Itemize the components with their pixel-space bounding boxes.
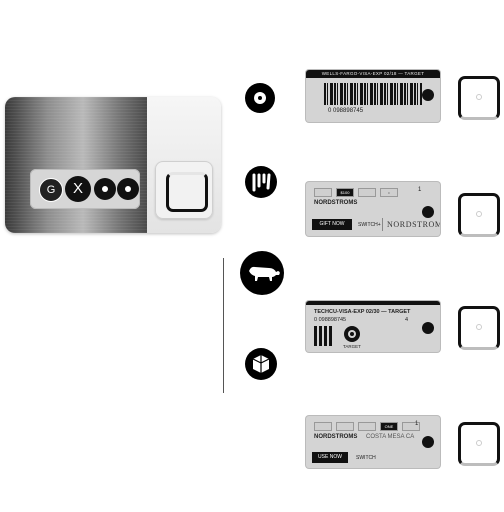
card-header: WELLS-FARGO-VISA-EXP 02/18 — TARGET (306, 70, 440, 78)
card-socket-3[interactable] (458, 306, 500, 350)
dog-logo-icon (240, 251, 284, 295)
qr-code (314, 326, 334, 346)
card-socket-1[interactable] (458, 76, 500, 120)
barcode (324, 83, 422, 105)
card-brand-icon (422, 322, 434, 334)
hero-card-socket[interactable] (155, 161, 213, 219)
tab[interactable] (336, 422, 354, 431)
target-store-icon (344, 326, 360, 342)
tab[interactable] (402, 422, 420, 431)
box-logo-icon (245, 348, 277, 380)
button-strip: G X (30, 169, 140, 209)
card-header: TECHCU-VISA-EXP 02/30 — TARGET (314, 309, 411, 315)
x-button[interactable]: X (65, 176, 91, 202)
card-tabs: $100 • (314, 188, 398, 197)
nordstrom-wordmark: NORDSTROM (387, 220, 440, 229)
use-now-button[interactable]: USE NOW (312, 452, 348, 463)
tab[interactable]: $100 (336, 188, 354, 197)
card-socket-4[interactable] (458, 422, 500, 466)
card-number: 0 098898745 (314, 317, 347, 323)
tab[interactable] (314, 188, 332, 197)
card-socket-2[interactable] (458, 193, 500, 237)
store-label: TARGET (343, 344, 361, 349)
tab[interactable] (358, 188, 376, 197)
dot-button-1[interactable] (94, 178, 116, 200)
card-nordstrom-gift[interactable]: $100 • 1 NORDSTROMS GIFT NOW SWITCH+ NOR… (306, 182, 440, 236)
card-number-suffix: 4 (405, 317, 409, 323)
nordstrom-logo-icon (245, 166, 277, 198)
g-button[interactable]: G (39, 178, 63, 202)
dot-button-2[interactable] (117, 178, 139, 200)
card-brand-icon (422, 89, 434, 101)
card-techcu[interactable]: TECHCU-VISA-EXP 02/30 — TARGET 0 0988987… (306, 301, 440, 352)
card-brand-icon (422, 206, 434, 218)
device-metal-body (5, 97, 147, 233)
switch-link[interactable]: SWITCH+ (358, 222, 381, 228)
divider-line (223, 258, 224, 393)
target-logo-icon (245, 83, 275, 113)
gift-now-button[interactable]: GIFT NOW (312, 219, 352, 230)
tab[interactable]: ONE (380, 422, 398, 431)
card-tabs: ONE (314, 422, 420, 431)
tab-counter: 1 (415, 421, 419, 427)
card-brand: NORDSTROMS (314, 434, 358, 440)
tab[interactable] (358, 422, 376, 431)
card-nordstrom-location[interactable]: ONE 1 NORDSTROMS COSTA MESA CA USE NOW S… (306, 416, 440, 468)
tab[interactable]: • (380, 188, 398, 197)
tab[interactable] (314, 422, 332, 431)
card-number: 0 098898745 (328, 108, 364, 114)
card-top-stripe (306, 301, 440, 305)
card-location: COSTA MESA CA (366, 434, 415, 440)
switch-link[interactable]: SWITCH (356, 455, 376, 461)
tab-counter: 1 (418, 187, 422, 193)
card-brand: NORDSTROMS (314, 200, 358, 206)
hero-device: G X (5, 97, 221, 233)
card-wells-fargo[interactable]: WELLS-FARGO-VISA-EXP 02/18 — TARGET 0 09… (306, 70, 440, 122)
card-brand-icon (422, 436, 434, 448)
